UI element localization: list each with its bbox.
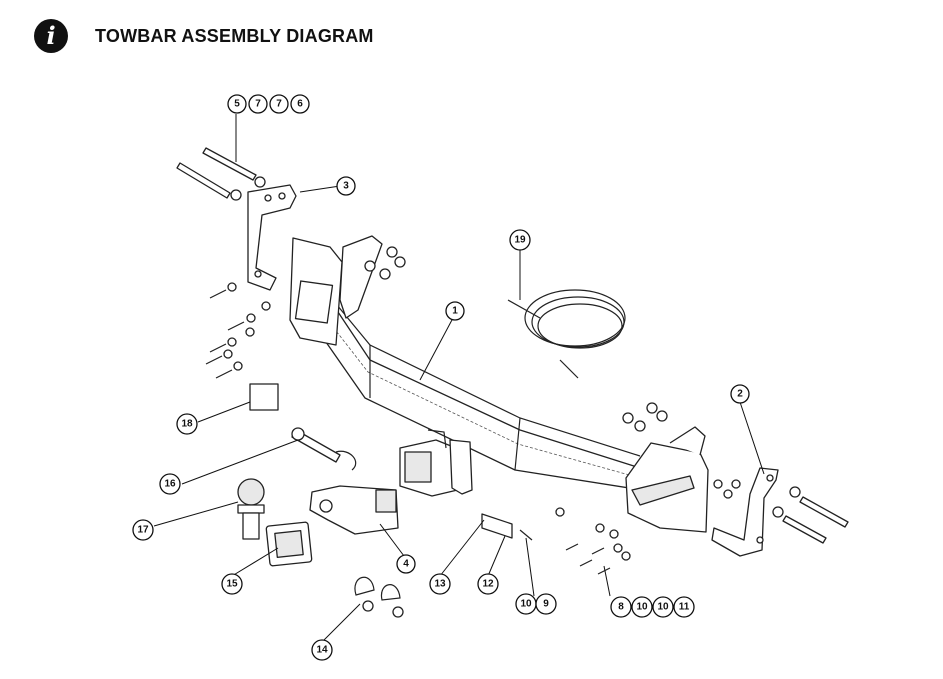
receiver-box — [399, 429, 473, 497]
long-bolts-top — [176, 147, 266, 201]
svg-text:16: 16 — [164, 479, 176, 490]
svg-text:9: 9 — [543, 599, 549, 610]
callout-13: 13 — [429, 573, 451, 595]
callout-10: 10 — [515, 593, 537, 615]
svg-text:7: 7 — [276, 99, 282, 110]
hitch-cover-part-15 — [265, 521, 313, 567]
small-plate-part-13 — [481, 513, 513, 539]
callout-1: 1 — [445, 301, 465, 321]
callout-17: 17 — [132, 519, 154, 541]
callout-16: 16 — [159, 473, 181, 495]
callout-5: 5 — [227, 94, 247, 114]
nuts-right — [622, 402, 741, 499]
svg-text:3: 3 — [343, 181, 349, 192]
callout-10: 10 — [631, 596, 653, 618]
long-bolts-right — [772, 486, 849, 544]
svg-text:5: 5 — [234, 99, 240, 110]
callout-6: 6 — [290, 94, 310, 114]
svg-text:7: 7 — [255, 99, 261, 110]
header: i TOWBAR ASSEMBLY DIAGRAM — [34, 18, 374, 54]
page-title: TOWBAR ASSEMBLY DIAGRAM — [95, 25, 374, 46]
callout-14: 14 — [311, 639, 333, 661]
svg-text:10: 10 — [636, 602, 648, 613]
svg-text:13: 13 — [434, 579, 446, 590]
svg-text:15: 15 — [226, 579, 238, 590]
svg-text:10: 10 — [520, 599, 532, 610]
svg-text:6: 6 — [297, 99, 303, 110]
callout-15: 15 — [221, 573, 243, 595]
shackles-part-14 — [354, 576, 404, 618]
callout-8: 8 — [610, 596, 632, 618]
callout-19: 19 — [509, 229, 531, 251]
callout-18: 18 — [176, 413, 198, 435]
callout-3: 3 — [336, 176, 356, 196]
callout-12: 12 — [477, 573, 499, 595]
svg-text:11: 11 — [679, 602, 690, 613]
svg-text:19: 19 — [514, 235, 526, 246]
info-icon: i — [34, 19, 68, 53]
svg-text:12: 12 — [482, 579, 494, 590]
callout-9: 9 — [535, 593, 557, 615]
svg-text:2: 2 — [737, 389, 743, 400]
small-bolts-lower — [555, 507, 631, 575]
bracket-part-3 — [247, 184, 297, 291]
callout-2: 2 — [730, 384, 750, 404]
wiring-coil-part-19 — [507, 289, 626, 379]
svg-text:10: 10 — [657, 602, 669, 613]
callout-10: 10 — [652, 596, 674, 618]
svg-text:8: 8 — [618, 602, 624, 613]
svg-text:18: 18 — [181, 419, 193, 430]
ball-mount-part-4 — [309, 485, 399, 535]
tow-ball-part-17 — [237, 478, 265, 540]
nuts-left — [364, 246, 406, 280]
callout-7: 7 — [269, 94, 289, 114]
left-mount-plate — [289, 235, 383, 346]
leader-lines — [153, 114, 765, 643]
small-bolts-left — [205, 282, 271, 379]
svg-text:14: 14 — [316, 645, 328, 656]
hitch-pin-part-16 — [291, 427, 357, 471]
callout-11: 11 — [673, 596, 695, 618]
svg-text:1: 1 — [452, 306, 458, 317]
bracket-part-2 — [711, 467, 779, 557]
svg-text:4: 4 — [403, 559, 409, 570]
svg-text:17: 17 — [137, 525, 149, 536]
right-mount-plate — [625, 426, 709, 533]
bolt-part-9 — [519, 529, 533, 541]
callout-4: 4 — [396, 554, 416, 574]
label-plate-part-18 — [249, 383, 279, 411]
callout-7: 7 — [248, 94, 268, 114]
